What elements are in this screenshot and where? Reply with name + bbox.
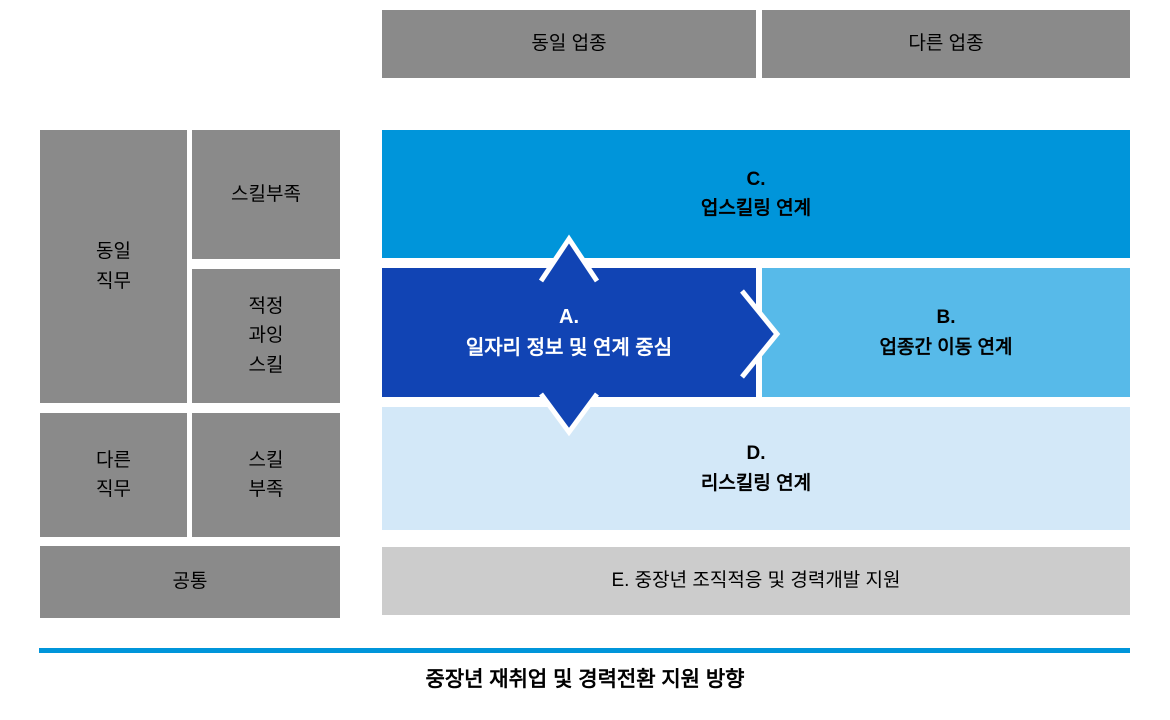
cell-d-label: 리스킬링 연계	[700, 472, 812, 494]
diagram-caption: 중장년 재취업 및 경력전환 지원 방향	[425, 668, 745, 691]
matrix-skill-shortage-bottom: 스킬 부족	[192, 413, 340, 537]
matrix-different-job: 다른 직무	[40, 413, 187, 537]
cell-b-letter: B.	[936, 307, 956, 329]
matrix-common: 공통	[40, 546, 340, 618]
cell-c-label: 업스킬링 연계	[700, 198, 812, 219]
cell-d-letter: D.	[746, 443, 766, 465]
cell-a-label: 일자리 정보 및 연계 중심	[465, 336, 673, 359]
header-different-industry: 다른 업종	[762, 10, 1130, 78]
matrix-same-job: 동일 직무	[40, 130, 187, 403]
cell-b-industry-move: B. 업종간 이동 연계	[762, 268, 1130, 397]
cell-a-job-info-center: A. 일자리 정보 및 연계 중심	[382, 268, 756, 397]
matrix-adequate-excess-skill: 적정 과잉 스킬	[192, 269, 340, 403]
caption-divider-line	[39, 648, 1130, 653]
cell-e-org-adaptation: E. 중장년 조직적응 및 경력개발 지원	[382, 547, 1130, 615]
matrix-skill-shortage-top: 스킬부족	[192, 130, 340, 259]
cell-b-label: 업종간 이동 연계	[879, 336, 1013, 358]
header-same-industry: 동일 업종	[382, 10, 756, 78]
cell-c-upskilling: C. 업스킬링 연계	[382, 130, 1130, 258]
cell-a-letter: A.	[559, 305, 579, 328]
cell-d-reskilling: D. 리스킬링 연계	[382, 407, 1130, 530]
cell-c-letter: C.	[746, 168, 766, 190]
